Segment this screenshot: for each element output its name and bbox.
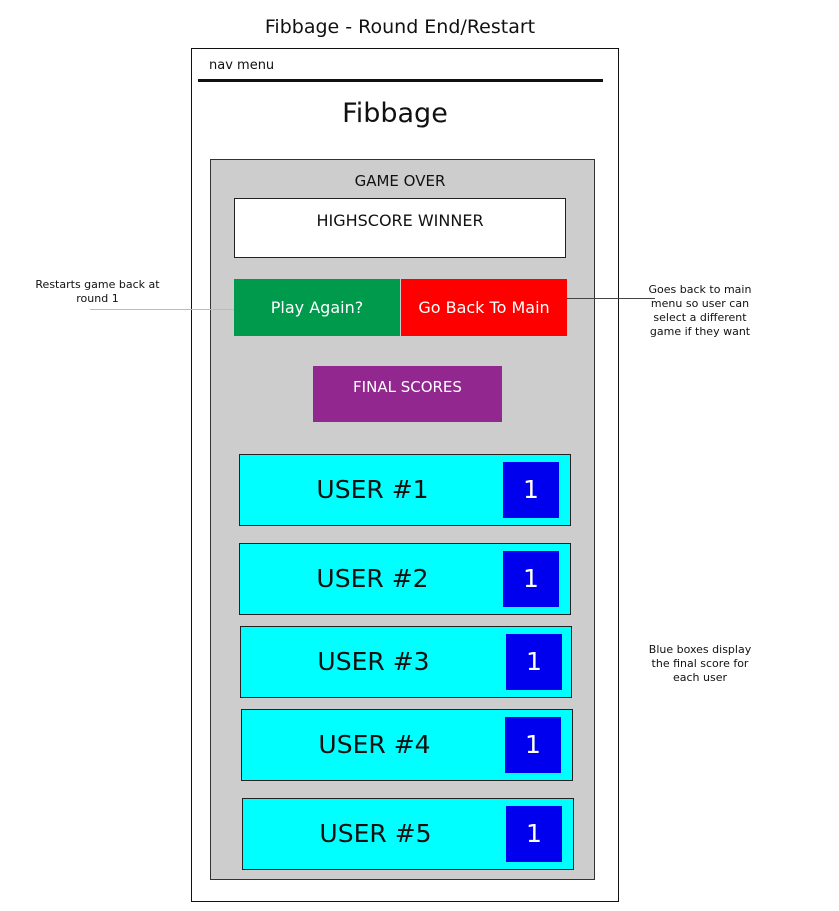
annotation-blue-boxes: Blue boxes display the final score for e… bbox=[648, 643, 752, 684]
user-score-box: 1 bbox=[505, 717, 561, 773]
user-score-row: USER #1 1 bbox=[239, 454, 571, 526]
highscore-winner-box: HIGHSCORE WINNER bbox=[234, 198, 566, 258]
user-score-box: 1 bbox=[506, 806, 562, 862]
user-score-box: 1 bbox=[503, 462, 559, 518]
play-again-button[interactable]: Play Again? bbox=[234, 279, 400, 336]
back-to-main-button[interactable]: Go Back To Main bbox=[401, 279, 567, 336]
nav-menu[interactable]: nav menu bbox=[209, 58, 275, 73]
app-title: Fibbage bbox=[342, 98, 448, 129]
user-name: USER #2 bbox=[316, 564, 429, 593]
wireframe-title: Fibbage - Round End/Restart bbox=[264, 16, 536, 38]
user-name: USER #5 bbox=[319, 819, 432, 848]
annotation-main-menu: Goes back to main menu so user can selec… bbox=[648, 283, 752, 338]
annotation-leader-main-menu bbox=[567, 298, 655, 299]
highscore-winner-label: HIGHSCORE WINNER bbox=[316, 211, 484, 230]
user-score-row: USER #5 1 bbox=[242, 798, 574, 870]
user-name: USER #4 bbox=[318, 730, 431, 759]
annotation-leader-restart bbox=[90, 309, 234, 310]
final-scores-header: FINAL SCORES bbox=[313, 366, 502, 422]
user-score-row: USER #4 1 bbox=[241, 709, 573, 781]
user-score-row: USER #3 1 bbox=[240, 626, 572, 698]
user-score-box: 1 bbox=[506, 634, 562, 690]
game-over-heading: GAME OVER bbox=[354, 172, 446, 190]
annotation-restart: Restarts game back at round 1 bbox=[35, 278, 160, 305]
user-name: USER #3 bbox=[317, 647, 430, 676]
nav-divider bbox=[198, 79, 603, 82]
user-name: USER #1 bbox=[316, 475, 429, 504]
user-score-row: USER #2 1 bbox=[239, 543, 571, 615]
user-score-box: 1 bbox=[503, 551, 559, 607]
